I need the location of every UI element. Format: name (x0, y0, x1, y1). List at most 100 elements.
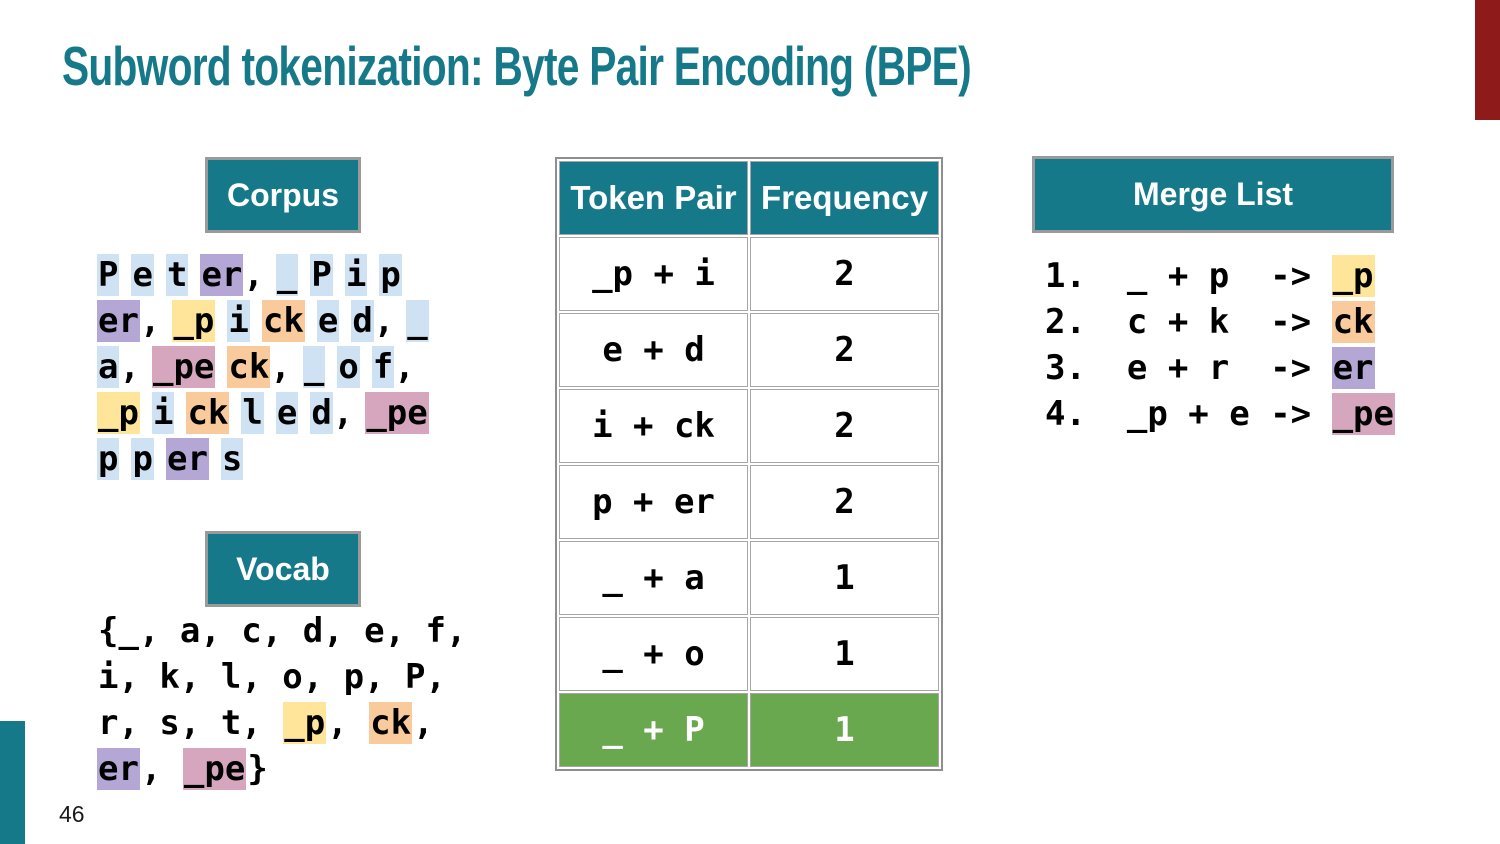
vocab-text-segment: } (247, 749, 268, 789)
corpus-token: P (310, 254, 333, 296)
bottom-left-accent-bar (0, 721, 25, 844)
corpus-separator: , (270, 347, 291, 387)
corpus-separator: , (139, 301, 161, 341)
merge-rule-text: 1. _ + p -> (1045, 256, 1332, 296)
page-number: 46 (59, 801, 85, 827)
frequency-cell: 1 (750, 693, 939, 767)
corpus-token: d (310, 392, 333, 434)
vocab-token: er (97, 748, 140, 790)
merge-rule-text: 2. c + k -> (1045, 302, 1332, 342)
vocab-line: i, k, l, o, p, P, (97, 654, 467, 700)
corpus-token: p (131, 438, 154, 480)
vocab-text-segment: r, s, t, (98, 703, 283, 743)
frequency-cell: 2 (750, 237, 939, 311)
merge-list-label-text: Merge List (1132, 176, 1294, 212)
corpus-separator: , (119, 347, 140, 387)
corpus-token: _p (97, 392, 140, 434)
corpus-token: er (165, 438, 209, 480)
corpus-token: s (220, 438, 244, 480)
corpus-token: _pe (365, 392, 429, 434)
corpus-label-text: Corpus (227, 176, 339, 213)
merge-list-label-box: Merge List (1032, 156, 1394, 233)
vocab-line: er, _pe} (97, 746, 467, 792)
top-right-accent-bar (1475, 0, 1500, 120)
corpus-token: p (97, 438, 120, 480)
merge-result-token: ck (1331, 301, 1375, 343)
frequency-cell: 1 (750, 541, 939, 615)
vocab-text: {_, a, c, d, e, f,i, k, l, o, p, P,r, s,… (97, 608, 467, 792)
corpus-token: t (165, 254, 189, 296)
corpus-separator: , (332, 393, 354, 433)
pair-cell: p + er (559, 465, 748, 539)
corpus-separator: , (394, 347, 415, 387)
vocab-token: _pe (182, 748, 247, 790)
corpus-label-box: Corpus (205, 157, 361, 233)
vocab-text-segment: , (413, 703, 434, 743)
merge-result-token: _p (1331, 255, 1375, 297)
vocab-text-segment: i, k, l, o, p, P, (98, 657, 446, 697)
corpus-token: er (200, 254, 244, 296)
corpus-token: i (227, 300, 250, 342)
corpus-token: l (241, 392, 264, 434)
corpus-token: e (316, 300, 340, 342)
table-header-cell: Token Pair (559, 161, 748, 235)
pair-cell: i + ck (559, 389, 748, 463)
merge-item: 1. _ + p -> _p (1045, 253, 1395, 299)
corpus-token: _ (406, 300, 429, 342)
frequency-cell: 2 (750, 389, 939, 463)
corpus-token: a (97, 346, 120, 388)
vocab-label-box: Vocab (205, 531, 361, 607)
table-header-cell: Frequency (750, 161, 939, 235)
corpus-token: d (351, 300, 374, 342)
merge-result-token: er (1331, 347, 1375, 389)
frequency-cell: 2 (750, 313, 939, 387)
page-title: Subword tokenization: Byte Pair Encoding… (62, 35, 972, 97)
pair-cell: e + d (559, 313, 748, 387)
corpus-token: p (379, 254, 402, 296)
pair-cell: _ + P (559, 693, 748, 767)
corpus-token: er (97, 300, 140, 342)
pair-cell: _ + o (559, 617, 748, 691)
corpus-token: _p (172, 300, 216, 342)
vocab-text-segment: , (140, 749, 182, 789)
corpus-token: e (275, 392, 299, 434)
corpus-token: i (344, 254, 368, 296)
corpus-token: ck (261, 300, 305, 342)
vocab-text-segment: , (327, 703, 369, 743)
merge-rule-text: 3. e + r -> (1045, 348, 1332, 388)
merge-item: 2. c + k -> ck (1045, 299, 1395, 345)
vocab-label-text: Vocab (236, 550, 330, 587)
corpus-token: _ (302, 346, 326, 388)
merge-item: 3. e + r -> er (1045, 345, 1395, 391)
merge-item: 4. _p + e -> _pe (1045, 391, 1395, 437)
frequency-cell: 2 (750, 465, 939, 539)
corpus-token: o (337, 346, 360, 388)
corpus-separator: , (373, 301, 395, 341)
corpus-token: i (151, 392, 175, 434)
merge-rule-text: 4. _p + e -> (1045, 394, 1332, 434)
vocab-line: r, s, t, _p, ck, (97, 700, 467, 746)
corpus-token: _ (275, 254, 299, 296)
corpus-separator: , (243, 255, 264, 295)
vocab-line: {_, a, c, d, e, f, (97, 608, 467, 654)
corpus-token: P (97, 254, 120, 296)
